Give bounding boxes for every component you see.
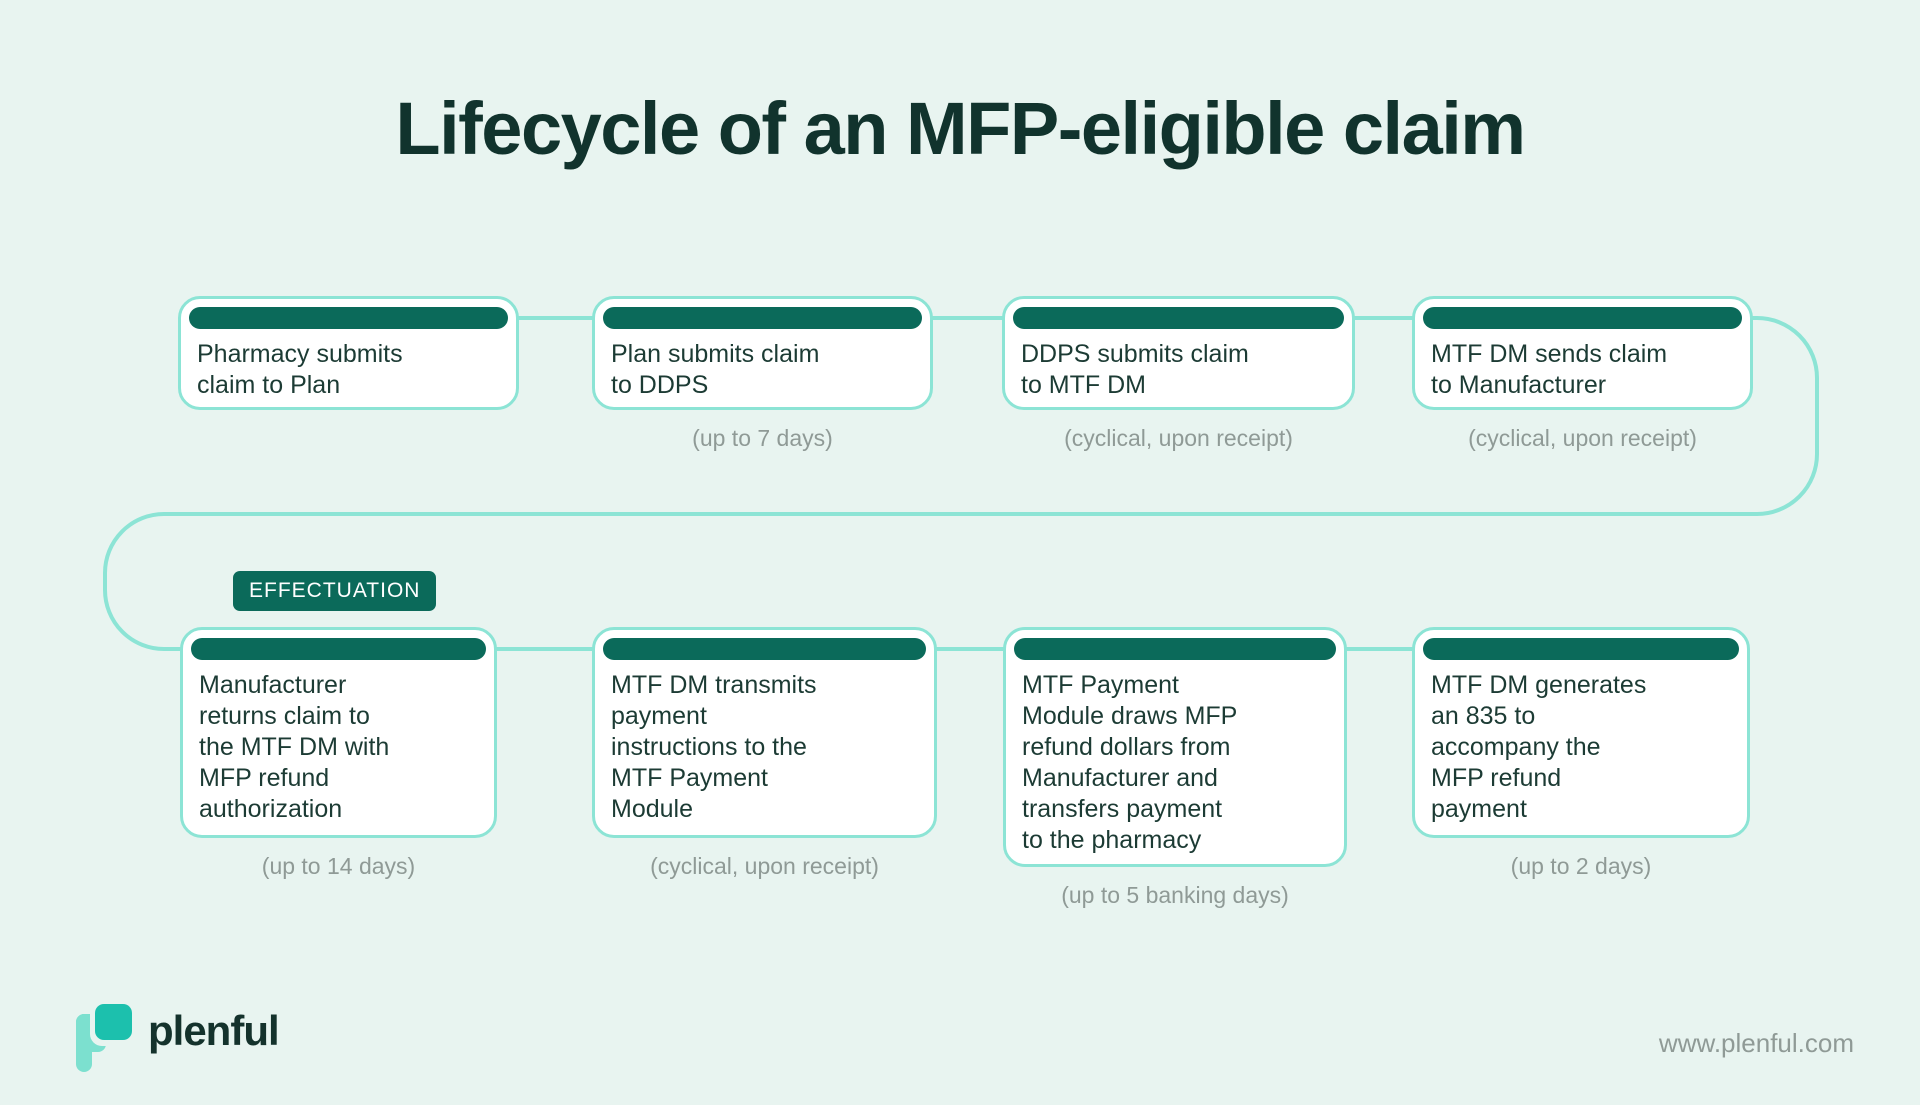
stage-pharmacy-submits-claim: Pharmacy submits claim to Plan	[178, 296, 519, 425]
stage-plan-submits-claim: Plan submits claim to DDPS (up to 7 days…	[592, 296, 933, 452]
stage-card: Manufacturer returns claim to the MTF DM…	[180, 627, 497, 838]
stage-text: DDPS submits claim to MTF DM	[1021, 340, 1249, 399]
stage-mtfdm-generates-835: MTF DM generates an 835 to accompany the…	[1412, 627, 1750, 880]
accent-bar	[1423, 307, 1742, 329]
stage-mtfdm-sends-claim: MTF DM sends claim to Manufacturer (cycl…	[1412, 296, 1753, 452]
accent-bar	[189, 307, 508, 329]
stage-caption: (up to 7 days)	[692, 425, 833, 451]
stage-card: Plan submits claim to DDPS	[592, 296, 933, 410]
accent-bar	[603, 307, 922, 329]
stage-ddps-submits-claim: DDPS submits claim to MTF DM (cyclical, …	[1002, 296, 1355, 452]
stage-caption: (cyclical, upon receipt)	[1468, 425, 1697, 451]
stage-card: MTF DM sends claim to Manufacturer	[1412, 296, 1753, 410]
stage-caption: (cyclical, upon receipt)	[1064, 425, 1293, 451]
website-url: www.plenful.com	[1658, 1028, 1854, 1058]
stage-caption: (up to 2 days)	[1510, 853, 1652, 879]
stage-text: Plan submits claim to DDPS	[611, 340, 820, 399]
accent-bar	[1423, 638, 1739, 660]
stage-mtfdm-transmits-instructions: MTF DM transmits payment instructions to…	[592, 627, 937, 880]
stage-text: MTF DM generates an 835 to accompany the…	[1431, 671, 1647, 823]
page-title: Lifecycle of an MFP-eligible claim	[395, 87, 1526, 170]
stage-caption: (up to 5 banking days)	[1061, 882, 1289, 908]
stage-text: Manufacturer returns claim to the MTF DM…	[199, 671, 390, 823]
stage-card: MTF DM transmits payment instructions to…	[592, 627, 937, 838]
stage-text: MTF Payment Module draws MFP refund doll…	[1022, 671, 1238, 854]
stage-manufacturer-returns-claim: Manufacturer returns claim to the MTF DM…	[180, 627, 497, 880]
stage-card: Pharmacy submits claim to Plan	[178, 296, 519, 410]
stage-text: Pharmacy submits claim to Plan	[197, 340, 403, 399]
stage-caption: (up to 14 days)	[261, 853, 416, 879]
accent-bar	[603, 638, 926, 660]
stage-card: MTF DM generates an 835 to accompany the…	[1412, 627, 1750, 838]
stage-caption: (cyclical, upon receipt)	[650, 853, 879, 879]
stage-text: MTF DM sends claim to Manufacturer	[1431, 340, 1668, 399]
plenful-logo: plenful	[76, 1004, 280, 1072]
stage-payment-module-transfers: MTF Payment Module draws MFP refund doll…	[1003, 627, 1347, 909]
accent-bar	[1013, 307, 1344, 329]
accent-bar	[1014, 638, 1336, 660]
effectuation-badge: EFFECTUATION	[233, 571, 437, 611]
stage-text: MTF DM transmits payment instructions to…	[611, 671, 817, 823]
accent-bar	[191, 638, 486, 660]
stage-card: MTF Payment Module draws MFP refund doll…	[1003, 627, 1347, 867]
connector-wrap	[103, 316, 1819, 651]
plenful-wordmark: plenful	[148, 1007, 280, 1054]
plenful-logo-icon	[76, 1004, 132, 1072]
stage-card: DDPS submits claim to MTF DM	[1002, 296, 1355, 410]
